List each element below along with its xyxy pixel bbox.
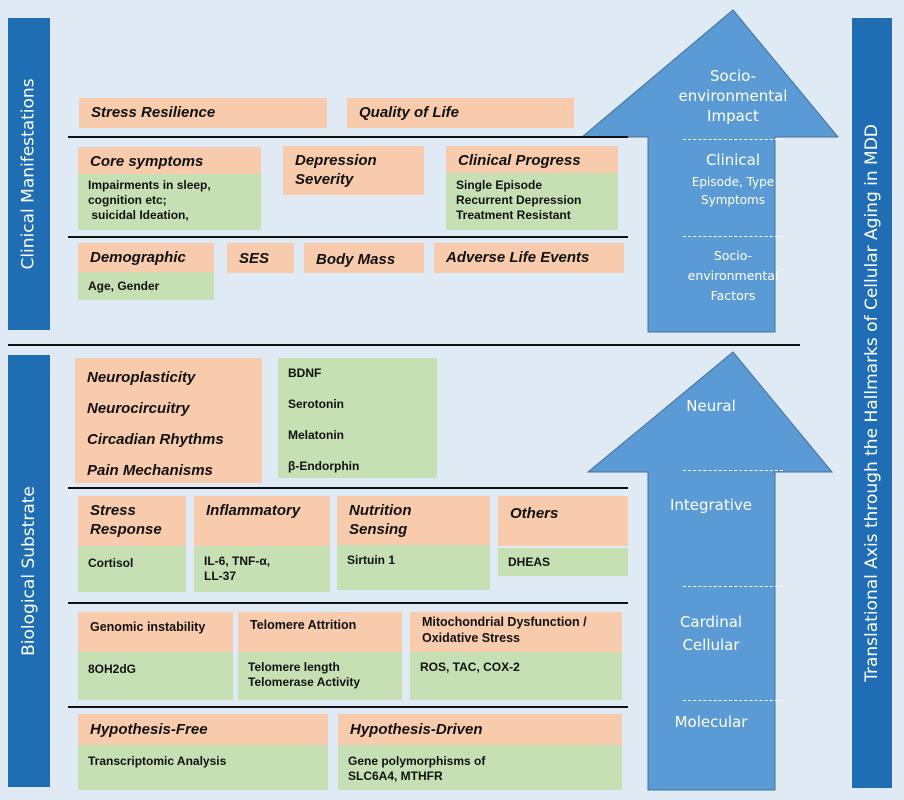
demographic-box: Demographic	[78, 243, 214, 272]
text-line: Severity	[295, 171, 354, 188]
stress-resilience-box: Stress Resilience	[79, 98, 327, 128]
biological-label: Biological Substrate	[19, 486, 40, 656]
others-detail: DHEAS	[498, 548, 628, 576]
quality-of-life-box: Quality of Life	[347, 98, 574, 128]
core-symptoms-box: Core symptoms	[78, 147, 261, 174]
text-line: Symptoms	[700, 193, 765, 207]
genomic-instability-detail: 8OH2dG	[78, 652, 233, 700]
text-line: Gene polymorphisms of	[348, 754, 486, 768]
text-line: Telomere length	[248, 660, 340, 674]
demographic-detail: Age, Gender	[78, 272, 214, 300]
text-line: Cellular	[682, 636, 740, 654]
text-line: Impact	[707, 107, 759, 125]
text-line: Serotonin	[288, 397, 344, 411]
text-line: SLC6A4, MTHFR	[348, 769, 443, 783]
others-box: Others	[498, 496, 628, 546]
text-line: IL-6, TNF-α,	[204, 554, 271, 568]
biological-substrate-bar: Biological Substrate	[8, 355, 50, 787]
section-divider	[8, 344, 800, 346]
inflammatory-detail: IL-6, TNF-α,LL-37	[194, 546, 330, 592]
text-line: Treatment Resistant	[456, 208, 571, 222]
mitochondrial-dysfunction-box: Mitochondrial Dysfunction / Oxidative Str…	[410, 612, 622, 652]
text-line: Recurrent Depression	[456, 193, 582, 207]
genomic-instability-box: Genomic instability	[78, 612, 233, 652]
adverse-life-events-box: Adverse Life Events	[434, 243, 624, 273]
text-line: Factors	[710, 288, 756, 303]
dash-separator	[683, 586, 783, 587]
lower-arrow	[586, 351, 834, 791]
text-line: cognition etc;	[88, 193, 167, 207]
clinical-progress-box: Clinical Progress	[446, 146, 618, 173]
telomere-attrition-box: Telomere Attrition	[238, 612, 402, 652]
text-line: Sensing	[349, 521, 408, 538]
text-line: Response	[90, 521, 162, 538]
text-line: Oxidative Stress	[422, 631, 520, 645]
text-line: Mitochondrial Dysfunction /	[422, 615, 587, 629]
dash-separator	[683, 236, 783, 237]
text-line: Neuroplasticity	[87, 369, 196, 386]
text-line: Pain Mechanisms	[87, 462, 213, 479]
text-line: Cardinal	[679, 613, 743, 631]
nutrition-sensing-detail: Sirtuin 1	[337, 545, 490, 590]
text-line: Nutrition	[349, 502, 412, 519]
body-mass-box: Body Mass	[304, 243, 424, 273]
clinical-manifestations-bar: Clinical Manifestations	[8, 18, 50, 330]
text-line: suicidal Ideation,	[88, 208, 189, 222]
translational-axis-bar: Translational Axis through the Hallmarks…	[852, 18, 892, 788]
hypothesis-free-box: Hypothesis-Free	[78, 714, 328, 745]
hypothesis-free-detail: Transcriptomic Analysis	[78, 745, 328, 790]
mitochondrial-dysfunction-detail: ROS, TAC, COX-2	[410, 652, 622, 700]
text-line: Episode, Type	[691, 175, 775, 189]
hypothesis-driven-box: Hypothesis-Driven	[338, 714, 622, 745]
divider	[68, 602, 628, 604]
molecular-label: Molecular	[674, 713, 748, 731]
dash-separator	[683, 470, 783, 471]
divider	[68, 487, 628, 489]
clinical-level-label: Clinical	[705, 151, 761, 169]
stress-response-detail: Cortisol	[78, 546, 186, 592]
text-line: Telomerase Activity	[248, 675, 361, 689]
text-line: Depression	[295, 152, 377, 169]
text-line: BDNF	[288, 366, 322, 380]
text-line: Socio-	[710, 67, 756, 85]
text-line: Neurocircuitry	[87, 400, 190, 417]
inflammatory-box: Inflammatory	[194, 496, 330, 546]
text-line: Stress	[90, 502, 136, 519]
axis-label: Translational Axis through the Hallmarks…	[862, 124, 882, 682]
text-line: LL-37	[204, 569, 237, 583]
divider	[68, 236, 628, 238]
text-line: environmental	[687, 268, 779, 283]
divider	[68, 136, 628, 138]
text-line: Circadian Rhythms	[87, 431, 224, 448]
integrative-label: Integrative	[669, 496, 753, 514]
text-line: Impairments in sleep,	[88, 178, 211, 192]
text-line: Socio-	[713, 248, 753, 263]
clinical-label: Clinical Manifestations	[19, 78, 39, 270]
text-line: Single Episode	[456, 178, 543, 192]
text-line: β-Endorphin	[288, 459, 360, 473]
text-line: environmental	[678, 87, 788, 105]
divider	[68, 706, 628, 708]
dash-separator	[683, 700, 783, 701]
ses-box: SES	[227, 243, 294, 273]
neural-label: Neural	[686, 397, 736, 415]
dash-separator	[683, 139, 783, 140]
core-symptoms-detail: Impairments in sleep,cognition etc; suic…	[78, 174, 261, 230]
text-line: Melatonin	[288, 428, 344, 442]
